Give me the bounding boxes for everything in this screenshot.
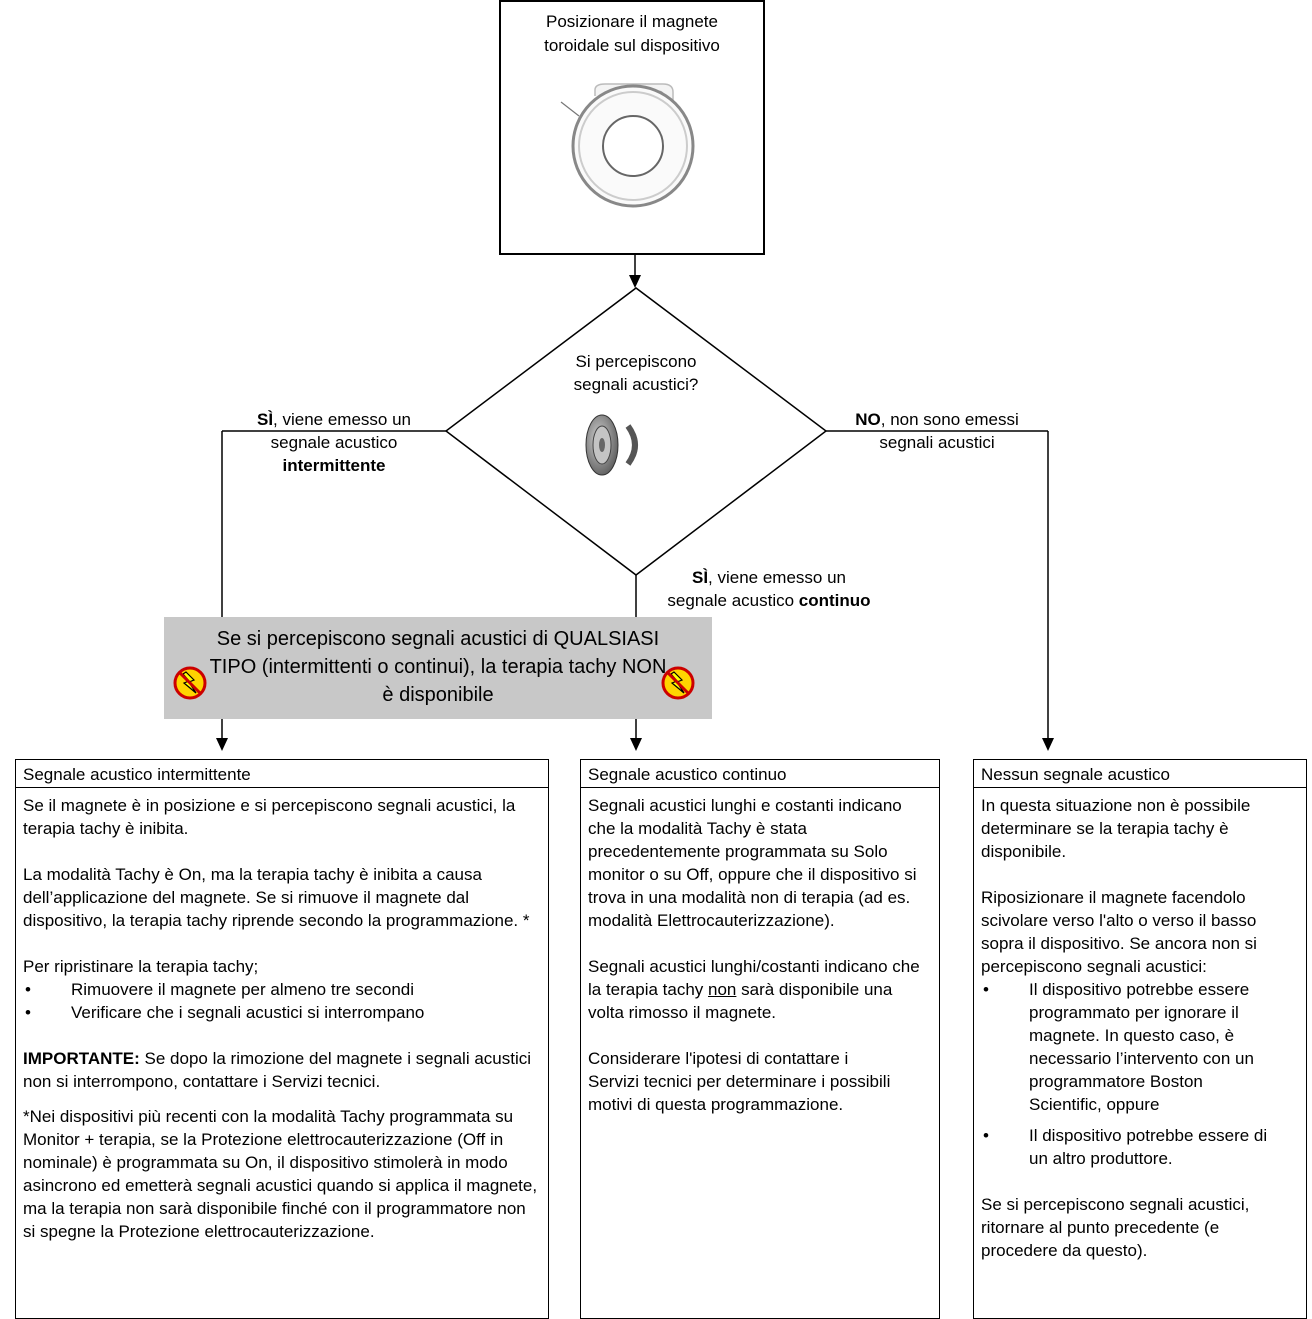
branch-yes-continuous-label: SÌ, viene emesso un segnale acustico con… xyxy=(667,568,871,610)
card-title: Segnale acustico intermittente xyxy=(16,760,548,788)
list-item: Il dispositivo potrebbe essere di un alt… xyxy=(981,1124,1276,1170)
magnet-device-icon xyxy=(560,83,695,208)
branch-no-label: NO, non sono emessi segnali acustici xyxy=(855,410,1019,452)
card-paragraph: Se si percepiscono segnali acustici, rit… xyxy=(981,1195,1250,1260)
arrow-head xyxy=(630,738,642,751)
list-item: Verificare che i segnali acustici si int… xyxy=(23,1001,541,1024)
arrow-head xyxy=(629,275,641,288)
card-continuous-beep: Segnale acustico continuo Segnali acusti… xyxy=(580,759,940,1319)
step-place-magnet-box: Posizionare il magnete toroidale sul dis… xyxy=(499,0,765,255)
list-item: Il dispositivo potrebbe essere programma… xyxy=(981,978,1276,1116)
card-bullet-list: Rimuovere il magnete per almeno tre seco… xyxy=(23,978,541,1024)
card-paragraph: Per ripristinare la terapia tachy; xyxy=(23,957,259,976)
card-paragraph: Se il magnete è in posizione e si percep… xyxy=(23,796,516,838)
list-item: Rimuovere il magnete per almeno tre seco… xyxy=(23,978,541,1001)
decision-question: Si percepiscono segnali acustici? xyxy=(573,352,699,394)
card-bullet-list: Il dispositivo potrebbe essere programma… xyxy=(981,978,1296,1170)
warning-banner: Se si percepiscono segnali acustici di Q… xyxy=(164,617,712,719)
card-paragraph: La modalità Tachy è On, ma la terapia ta… xyxy=(23,865,530,930)
no-shock-icon xyxy=(661,666,695,700)
card-intermittent-beep: Segnale acustico intermittente Se il mag… xyxy=(15,759,549,1319)
no-shock-icon xyxy=(173,666,207,700)
card-paragraph: In questa situazione non è possibile det… xyxy=(981,796,1251,861)
card-title: Segnale acustico continuo xyxy=(581,760,939,788)
branch-yes-intermittent-label: SÌ, viene emesso un segnale acustico int… xyxy=(256,410,412,475)
card-paragraph: Riposizionare il magnete facendolo scivo… xyxy=(981,888,1257,976)
important-note: IMPORTANTE: Se dopo la rimozione del mag… xyxy=(23,1049,532,1091)
warning-text: Se si percepiscono segnali acustici di Q… xyxy=(209,628,667,706)
card-paragraph: Considerare l'ipotesi di contattare i Se… xyxy=(588,1049,891,1114)
card-paragraph: Segnali acustici lunghi e costanti indic… xyxy=(588,796,917,930)
arrow-head xyxy=(1042,738,1054,751)
step-place-magnet-text: Posizionare il magnete toroidale sul dis… xyxy=(544,12,720,55)
card-title: Nessun segnale acustico xyxy=(974,760,1306,788)
card-paragraph: Segnali acustici lunghi/costanti indican… xyxy=(588,957,920,1022)
footnote: *Nei dispositivi più recenti con la moda… xyxy=(23,1107,538,1241)
speaker-icon xyxy=(585,414,638,476)
card-no-beep: Nessun segnale acustico In questa situaz… xyxy=(973,759,1307,1319)
arrow-head xyxy=(216,738,228,751)
